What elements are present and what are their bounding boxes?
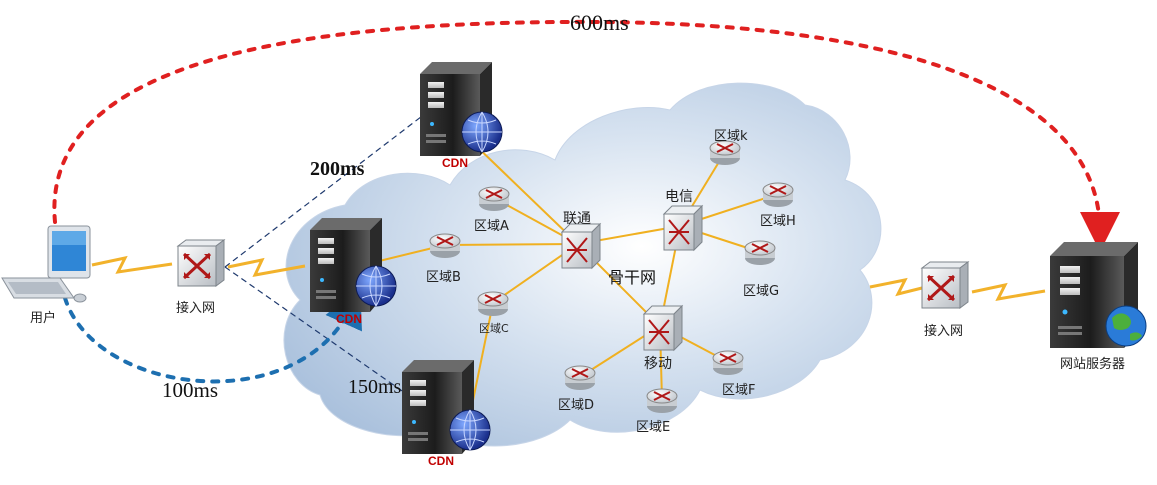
region-a-label: 区域A bbox=[474, 219, 509, 234]
router-region-d-icon bbox=[564, 365, 596, 390]
router-region-e-icon bbox=[646, 388, 678, 413]
unicom-label: 联通 bbox=[563, 211, 591, 227]
access-to-cdn-links bbox=[224, 109, 431, 401]
region-h-label: 区域H bbox=[760, 214, 796, 229]
backbone-label: 骨干网 bbox=[608, 268, 657, 287]
region-g-label: 区域G bbox=[743, 284, 780, 299]
access-switch-right-icon bbox=[920, 261, 970, 309]
core-switches bbox=[560, 204, 704, 352]
router-region-h-icon bbox=[762, 182, 794, 207]
region-k-label: 区域k bbox=[714, 129, 748, 144]
cdn-server-middle-icon bbox=[310, 218, 397, 312]
latency-cdn-bottom-label: 150ms bbox=[348, 376, 402, 398]
region-d-label: 区域D bbox=[558, 398, 595, 413]
website-server-icon bbox=[1050, 242, 1147, 348]
router-icons bbox=[429, 140, 794, 413]
router-region-k-icon bbox=[709, 140, 741, 165]
latency-direct-label: 600ms bbox=[570, 10, 629, 35]
router-region-a-icon bbox=[478, 186, 510, 211]
telecom-label: 电信 bbox=[665, 189, 693, 205]
router-region-f-icon bbox=[712, 350, 744, 375]
cdn-server-bottom-icon bbox=[402, 360, 491, 454]
router-region-b-icon bbox=[429, 233, 461, 258]
latency-cdn-user-label: 100ms bbox=[162, 378, 219, 402]
switch-unicom-icon bbox=[560, 222, 602, 270]
direct-path-arc bbox=[52, 19, 1120, 252]
region-e-label: 区域E bbox=[636, 420, 671, 435]
switch-telecom-icon bbox=[662, 204, 704, 252]
cdn-path-arc bbox=[63, 286, 362, 384]
access-switch-left-icon bbox=[176, 239, 226, 287]
latency-cdn-top-label: 200ms bbox=[310, 158, 365, 180]
lightning-links bbox=[91, 255, 1046, 301]
router-region-c-icon bbox=[477, 291, 509, 316]
access-left-label: 接入网 bbox=[176, 301, 216, 316]
router-region-g-icon bbox=[744, 240, 776, 265]
region-f-label: 区域F bbox=[722, 383, 756, 398]
cdn-server-top-icon bbox=[420, 62, 503, 156]
region-b-label: 区域B bbox=[426, 270, 461, 285]
access-right-label: 接入网 bbox=[924, 324, 964, 339]
region-c-label: 区域C bbox=[479, 322, 509, 335]
switch-mobile-icon bbox=[642, 304, 684, 352]
cdn-bottom-label: CDN bbox=[428, 454, 454, 468]
computer-icon bbox=[1, 225, 91, 303]
user-label: 用户 bbox=[30, 311, 57, 326]
cdn-top-label: CDN bbox=[442, 156, 468, 170]
website-server-label: 网站服务器 bbox=[1060, 357, 1126, 372]
cdn-middle-label: CDN bbox=[336, 312, 362, 326]
mobile-label: 移动 bbox=[644, 356, 672, 372]
